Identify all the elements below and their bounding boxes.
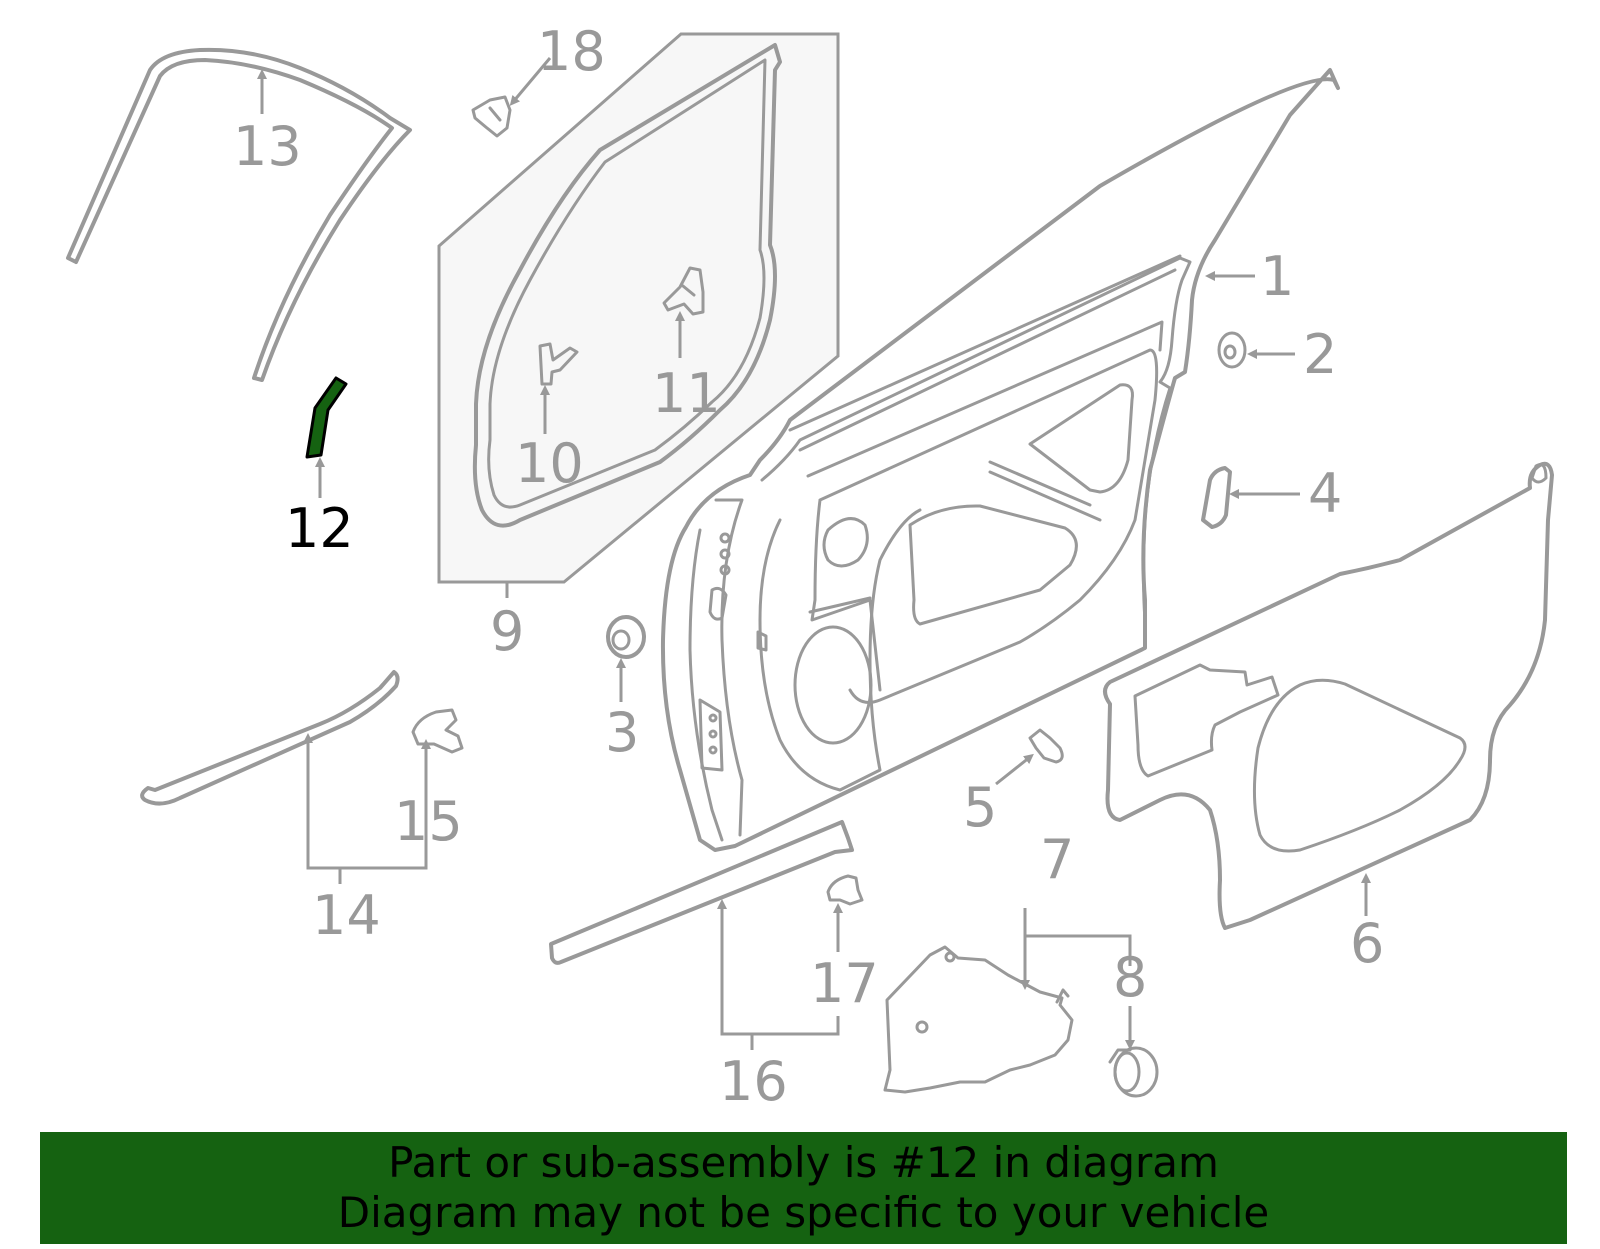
part-6-water-shield <box>1103 461 1554 930</box>
callout-10: 10 <box>515 432 584 495</box>
callout-numbers: 1 2 3 4 5 6 7 8 9 10 11 12 13 14 15 16 1… <box>233 20 1384 1113</box>
part-17-clip <box>826 874 864 906</box>
callout-14: 14 <box>312 884 381 947</box>
part-11-clip <box>662 266 705 316</box>
part-13-frame-moulding <box>66 47 412 382</box>
part-14-moulding <box>140 670 400 806</box>
part-12-highlighted <box>305 376 348 459</box>
callout-6: 6 <box>1350 912 1384 975</box>
callout-2: 2 <box>1303 323 1337 386</box>
callout-11: 11 <box>652 362 721 425</box>
callout-8: 8 <box>1113 946 1147 1009</box>
callout-18: 18 <box>537 20 606 83</box>
part-5-clip <box>1028 728 1064 764</box>
callout-7: 7 <box>1040 828 1074 891</box>
callout-9: 9 <box>490 600 524 663</box>
info-banner: Part or sub-assembly is #12 in diagram D… <box>40 1132 1567 1244</box>
part-10-clip <box>538 342 579 386</box>
part-8-clip <box>1108 1046 1159 1098</box>
part-2-grommet <box>1217 331 1247 369</box>
callout-1: 1 <box>1260 245 1294 308</box>
callout-5: 5 <box>963 776 997 839</box>
banner-line-2: Diagram may not be specific to your vehi… <box>337 1188 1270 1237</box>
callout-17: 17 <box>810 952 879 1015</box>
part-15-clip <box>411 708 464 754</box>
callout-4: 4 <box>1308 462 1342 525</box>
callout-3: 3 <box>605 701 639 764</box>
part-1-door-shell <box>660 68 1340 852</box>
callout-16: 16 <box>719 1050 788 1113</box>
part-9-weatherstrip <box>437 32 840 584</box>
part-7-bracket <box>883 945 1074 1094</box>
callout-12: 12 <box>285 497 354 560</box>
callout-13: 13 <box>233 115 302 178</box>
part-3-grommet <box>606 615 646 659</box>
callout-15: 15 <box>394 790 463 853</box>
part-16-moulding <box>549 820 854 965</box>
banner-line-1: Part or sub-assembly is #12 in diagram <box>388 1138 1219 1187</box>
part-18-clip <box>471 95 512 138</box>
callout-leaders <box>257 57 1371 1050</box>
part-4-plug <box>1201 466 1232 529</box>
